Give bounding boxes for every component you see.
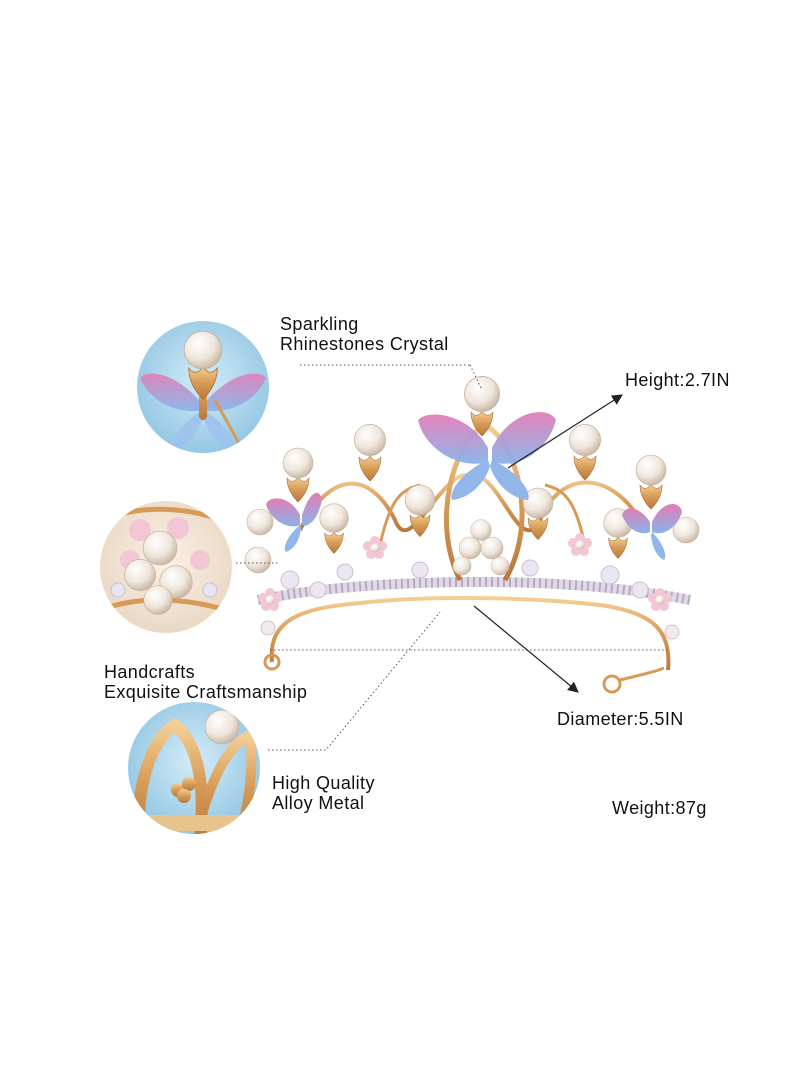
feature-sparkling-line2: Rhinestones Crystal — [280, 334, 449, 354]
spec-height-label: Height:2.7IN — [625, 370, 730, 390]
feature-quality-line2: Alloy Metal — [272, 793, 365, 813]
feature-handcrafts-line2: Exquisite Craftsmanship — [104, 682, 308, 702]
spec-diameter-value: Diameter:5.5IN — [557, 709, 684, 729]
spec-weight-value: Weight:87g — [612, 798, 707, 818]
detail-flower-circle — [100, 501, 232, 633]
spec-diameter-label: Diameter:5.5IN — [557, 709, 684, 729]
callout-lines — [236, 364, 670, 751]
feature-quality-label: High Quality Alloy Metal — [272, 773, 375, 813]
tiara — [244, 376, 700, 694]
butterfly-left — [266, 492, 322, 552]
feature-sparkling-label: Sparkling Rhinestones Crystal — [280, 314, 449, 354]
butterfly-right — [622, 503, 682, 560]
detail-metal-circle — [128, 702, 260, 834]
feature-handcrafts-line1: Handcrafts — [104, 662, 196, 682]
detail-butterfly-circle — [137, 321, 269, 453]
spec-height-value: Height:2.7IN — [625, 370, 730, 390]
feature-quality-line1: High Quality — [272, 773, 375, 793]
spec-weight-label: Weight:87g — [612, 798, 707, 818]
butterfly-center — [418, 412, 556, 500]
feature-sparkling-line1: Sparkling — [280, 314, 359, 334]
feature-handcrafts-label: Handcrafts Exquisite Craftsmanship — [104, 662, 307, 702]
